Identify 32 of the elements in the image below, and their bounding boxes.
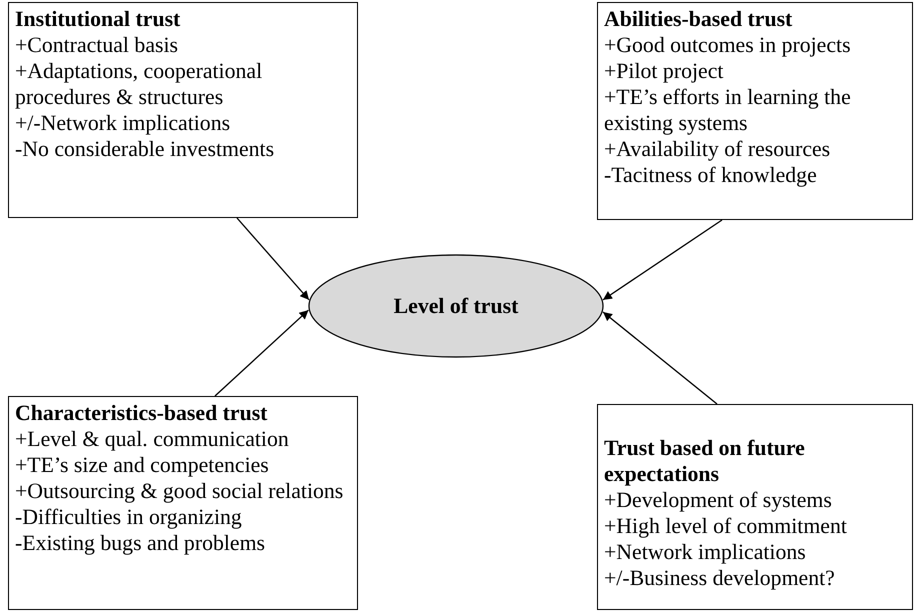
- list-item: +Development of systems: [604, 487, 833, 513]
- text-box: [8, 2, 358, 218]
- ellipse-node: [308, 254, 604, 358]
- list-item: +High level of commitment: [604, 513, 848, 539]
- text-box: [597, 2, 913, 220]
- list-item: +TE’s efforts in learning the existing systems: [604, 84, 852, 136]
- text-box: [597, 404, 913, 610]
- list-item: -No considerable investments: [15, 136, 276, 162]
- list-item: +/-Business development?: [604, 565, 836, 591]
- arrow: [236, 218, 310, 300]
- list-item: +TE’s size and competencies: [15, 452, 270, 478]
- list-item: -Tacitness of knowledge: [604, 162, 818, 188]
- arrow: [214, 310, 309, 396]
- arrow: [602, 312, 718, 404]
- list-item: +/-Network implications: [15, 110, 232, 136]
- list-item: +Adaptations, cooperational procedures & structures: [15, 58, 264, 110]
- list-item: +Availability of resources: [604, 136, 832, 162]
- box-heading: Trust based on future expectations: [604, 435, 806, 487]
- box-heading: Abilities-based trust: [604, 6, 794, 32]
- list-item: +Outsourcing & good social relations: [15, 478, 344, 504]
- list-item: +Contractual basis: [15, 32, 180, 58]
- list-item: -Difficulties in organizing: [15, 504, 243, 530]
- box-heading: Institutional trust: [15, 6, 182, 32]
- text-box: [8, 396, 358, 610]
- list-item: -Existing bugs and problems: [15, 530, 266, 556]
- arrow: [602, 219, 722, 300]
- list-item: +Good outcomes in projects: [604, 32, 852, 58]
- box-heading: Characteristics-based trust: [15, 400, 268, 426]
- list-item: +Network implications: [604, 539, 807, 565]
- list-item: +Pilot project: [604, 58, 724, 84]
- list-item: +Level & qual. communication: [15, 426, 290, 452]
- node-label: Level of trust: [394, 294, 518, 318]
